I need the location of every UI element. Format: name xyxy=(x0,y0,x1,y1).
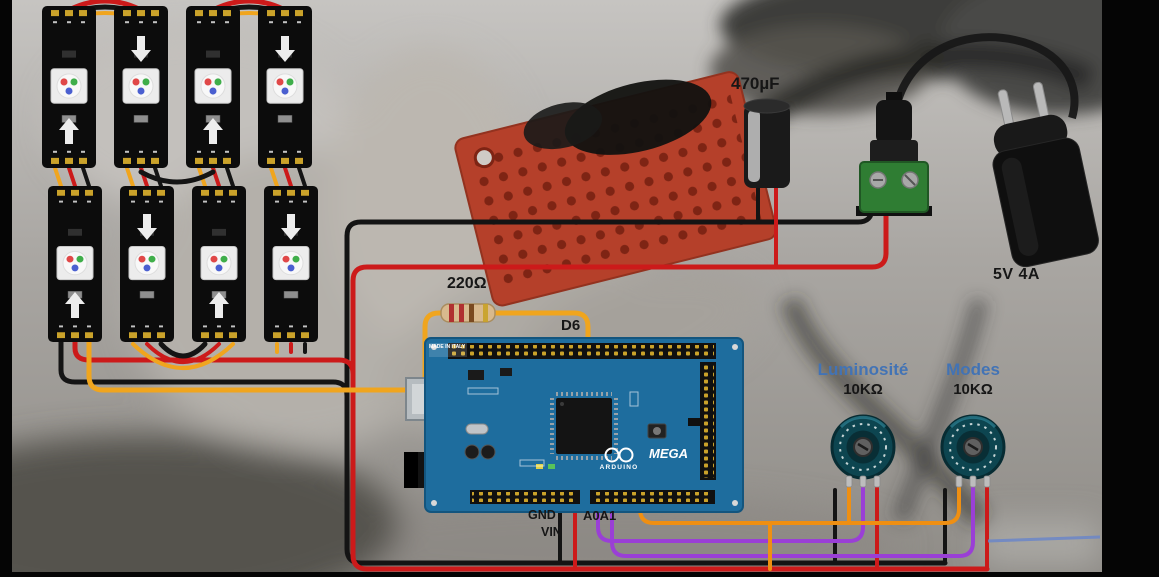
electrolytic-cap xyxy=(480,444,496,460)
led-strip-jumpers-mid xyxy=(53,166,307,188)
psu-cable xyxy=(893,33,1079,120)
capacitor-value-label: 470µF xyxy=(731,74,780,93)
pot2-name-label: Modes xyxy=(946,360,1000,379)
background-blue-wire xyxy=(987,535,1101,543)
resistor-value-label: 220Ω xyxy=(447,275,487,292)
psu-rating-label: 5V 4A xyxy=(993,266,1040,283)
arduino-origin-text: MADE IN ITALY xyxy=(429,344,466,350)
wire-purple-a1 xyxy=(610,484,975,558)
resistor-220ohm xyxy=(440,303,496,323)
data-pin-label: D6 xyxy=(561,317,581,334)
vin-pin-label: VIN xyxy=(541,525,562,539)
arduino-mega-board xyxy=(404,337,744,513)
led-strip-segment xyxy=(48,186,102,342)
led-strip-segment xyxy=(114,6,168,168)
arduino-brand-text: ARDUINO xyxy=(599,464,639,471)
pot1-name-label: Luminosité xyxy=(817,360,909,379)
mounting-hole xyxy=(473,147,495,169)
wire-orange-pots xyxy=(638,484,961,571)
led-indicator xyxy=(548,464,555,469)
electrolytic-cap xyxy=(464,444,480,460)
screw-terminal-block xyxy=(859,161,929,213)
led-strip-jumpers-bottom xyxy=(131,341,307,370)
analog-pins-label: A0A1 xyxy=(583,508,617,523)
capacitor-470uf xyxy=(743,98,791,188)
led-strip-segment xyxy=(264,186,318,342)
frame-right xyxy=(1102,0,1159,577)
gnd-pin-label: GND xyxy=(528,508,556,522)
perfboard xyxy=(454,71,778,307)
led-strip-segment xyxy=(192,186,246,342)
mcu-chip xyxy=(550,392,618,460)
led-strip-segment xyxy=(120,186,174,342)
pot1-value-label: 10KΩ xyxy=(843,381,883,398)
crystal xyxy=(465,423,489,435)
led-strip-segment xyxy=(258,6,312,168)
arduino-logo-icon xyxy=(604,447,634,463)
dc-barrel-jack xyxy=(856,33,1079,216)
wire-purple-a0 xyxy=(596,484,865,543)
icsp-header xyxy=(688,418,700,426)
arduino-model-text: MEGA xyxy=(649,446,688,461)
power-adapter-5v4a xyxy=(992,81,1099,268)
pot2-value-label: 10KΩ xyxy=(953,381,993,398)
frame-left xyxy=(0,0,12,577)
frame-bottom xyxy=(0,572,1159,577)
